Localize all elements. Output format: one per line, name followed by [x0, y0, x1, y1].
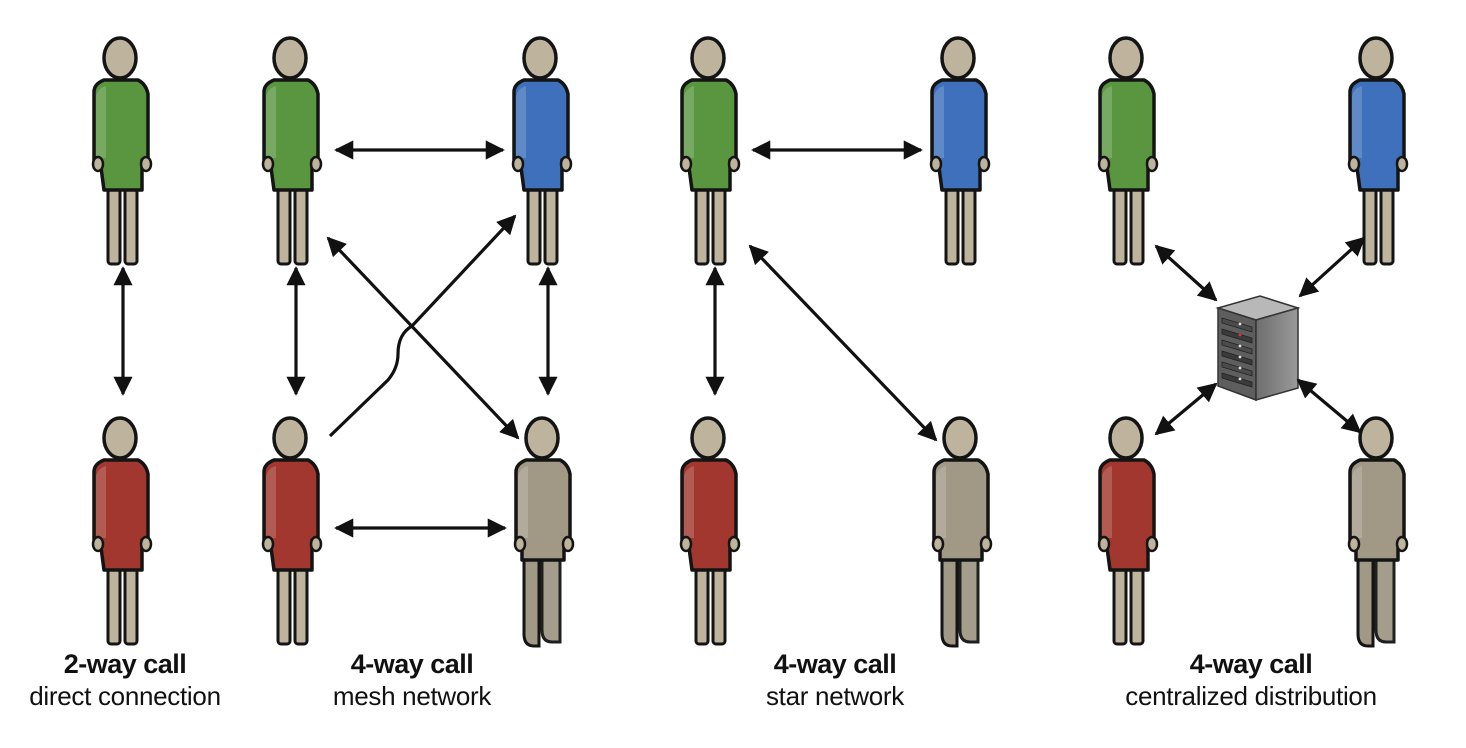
person-icon: [91, 36, 153, 266]
double-arrow: [1154, 382, 1218, 436]
person-icon: [929, 36, 991, 266]
person-icon: [1097, 36, 1159, 266]
person-icon: [91, 416, 153, 646]
person-icon: [1097, 416, 1159, 646]
person-icon: [679, 416, 741, 646]
person-icon: [261, 416, 323, 646]
person-icon: [1347, 36, 1409, 266]
caption-centralized-distribution: 4-way call centralized distribution: [1101, 648, 1401, 712]
server-icon: [1215, 295, 1301, 402]
caption-subtitle: centralized distribution: [1125, 681, 1377, 711]
person-icon: [679, 36, 741, 266]
caption-subtitle: direct connection: [29, 681, 221, 711]
double-arrow: [1154, 244, 1218, 302]
caption-subtitle: star network: [765, 681, 904, 711]
caption-title: 4-way call: [773, 649, 897, 679]
person-icon: [1347, 416, 1409, 648]
caption-direct-connection: 2-way call direct connection: [0, 648, 275, 712]
double-arrow: [1298, 236, 1366, 298]
double-arrow: [748, 244, 938, 442]
caption-subtitle: mesh network: [332, 681, 492, 711]
person-icon: [511, 36, 573, 266]
one-way-arrow: [328, 214, 517, 438]
double-arrow: [1296, 378, 1362, 434]
caption-mesh-network: 4-way call mesh network: [262, 648, 562, 712]
caption-star-network: 4-way call star network: [685, 648, 985, 712]
person-icon: [261, 36, 323, 266]
caption-title: 4-way call: [350, 649, 474, 679]
double-arrow: [326, 236, 520, 440]
caption-title: 2-way call: [63, 649, 187, 679]
person-icon: [513, 416, 575, 648]
person-icon: [931, 416, 993, 648]
caption-title: 4-way call: [1189, 649, 1313, 679]
